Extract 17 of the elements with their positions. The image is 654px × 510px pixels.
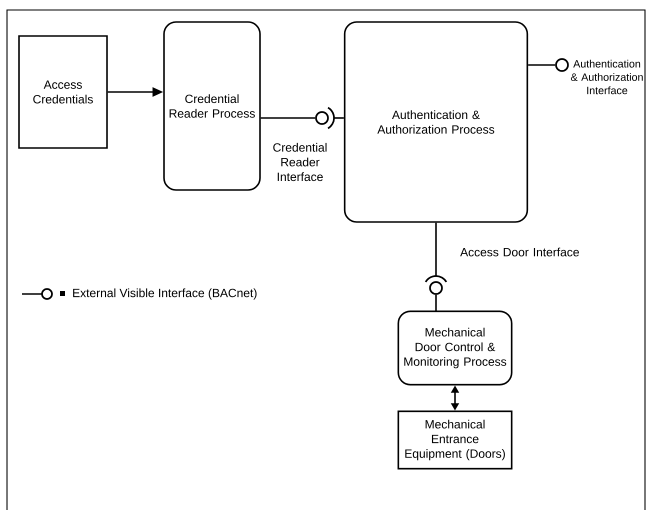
connector <box>528 64 556 66</box>
interface-label: Credential Reader Interface <box>273 142 327 182</box>
entity-box: Mechanical Entrance Equipment (Doors) <box>398 410 512 470</box>
interface-label: Authentication & Authorization Interface <box>570 60 643 94</box>
connector <box>435 222 437 277</box>
interface-symbol <box>315 106 335 130</box>
connector <box>333 117 344 119</box>
interface-symbol <box>424 275 448 295</box>
process-box: Authentication & Authorization Process <box>344 21 528 223</box>
entity-box: Access Credentials <box>18 35 108 149</box>
legend-text: External Visible Interface (BACnet) <box>73 288 257 300</box>
process-box: Credential Reader Process <box>163 21 261 191</box>
process-box: Mechanical Door Control & Monitoring Process <box>398 310 512 386</box>
interface-label: Access Door Interface <box>460 248 579 256</box>
connector <box>435 294 437 311</box>
connector <box>260 117 316 119</box>
interface-symbol <box>555 58 569 72</box>
